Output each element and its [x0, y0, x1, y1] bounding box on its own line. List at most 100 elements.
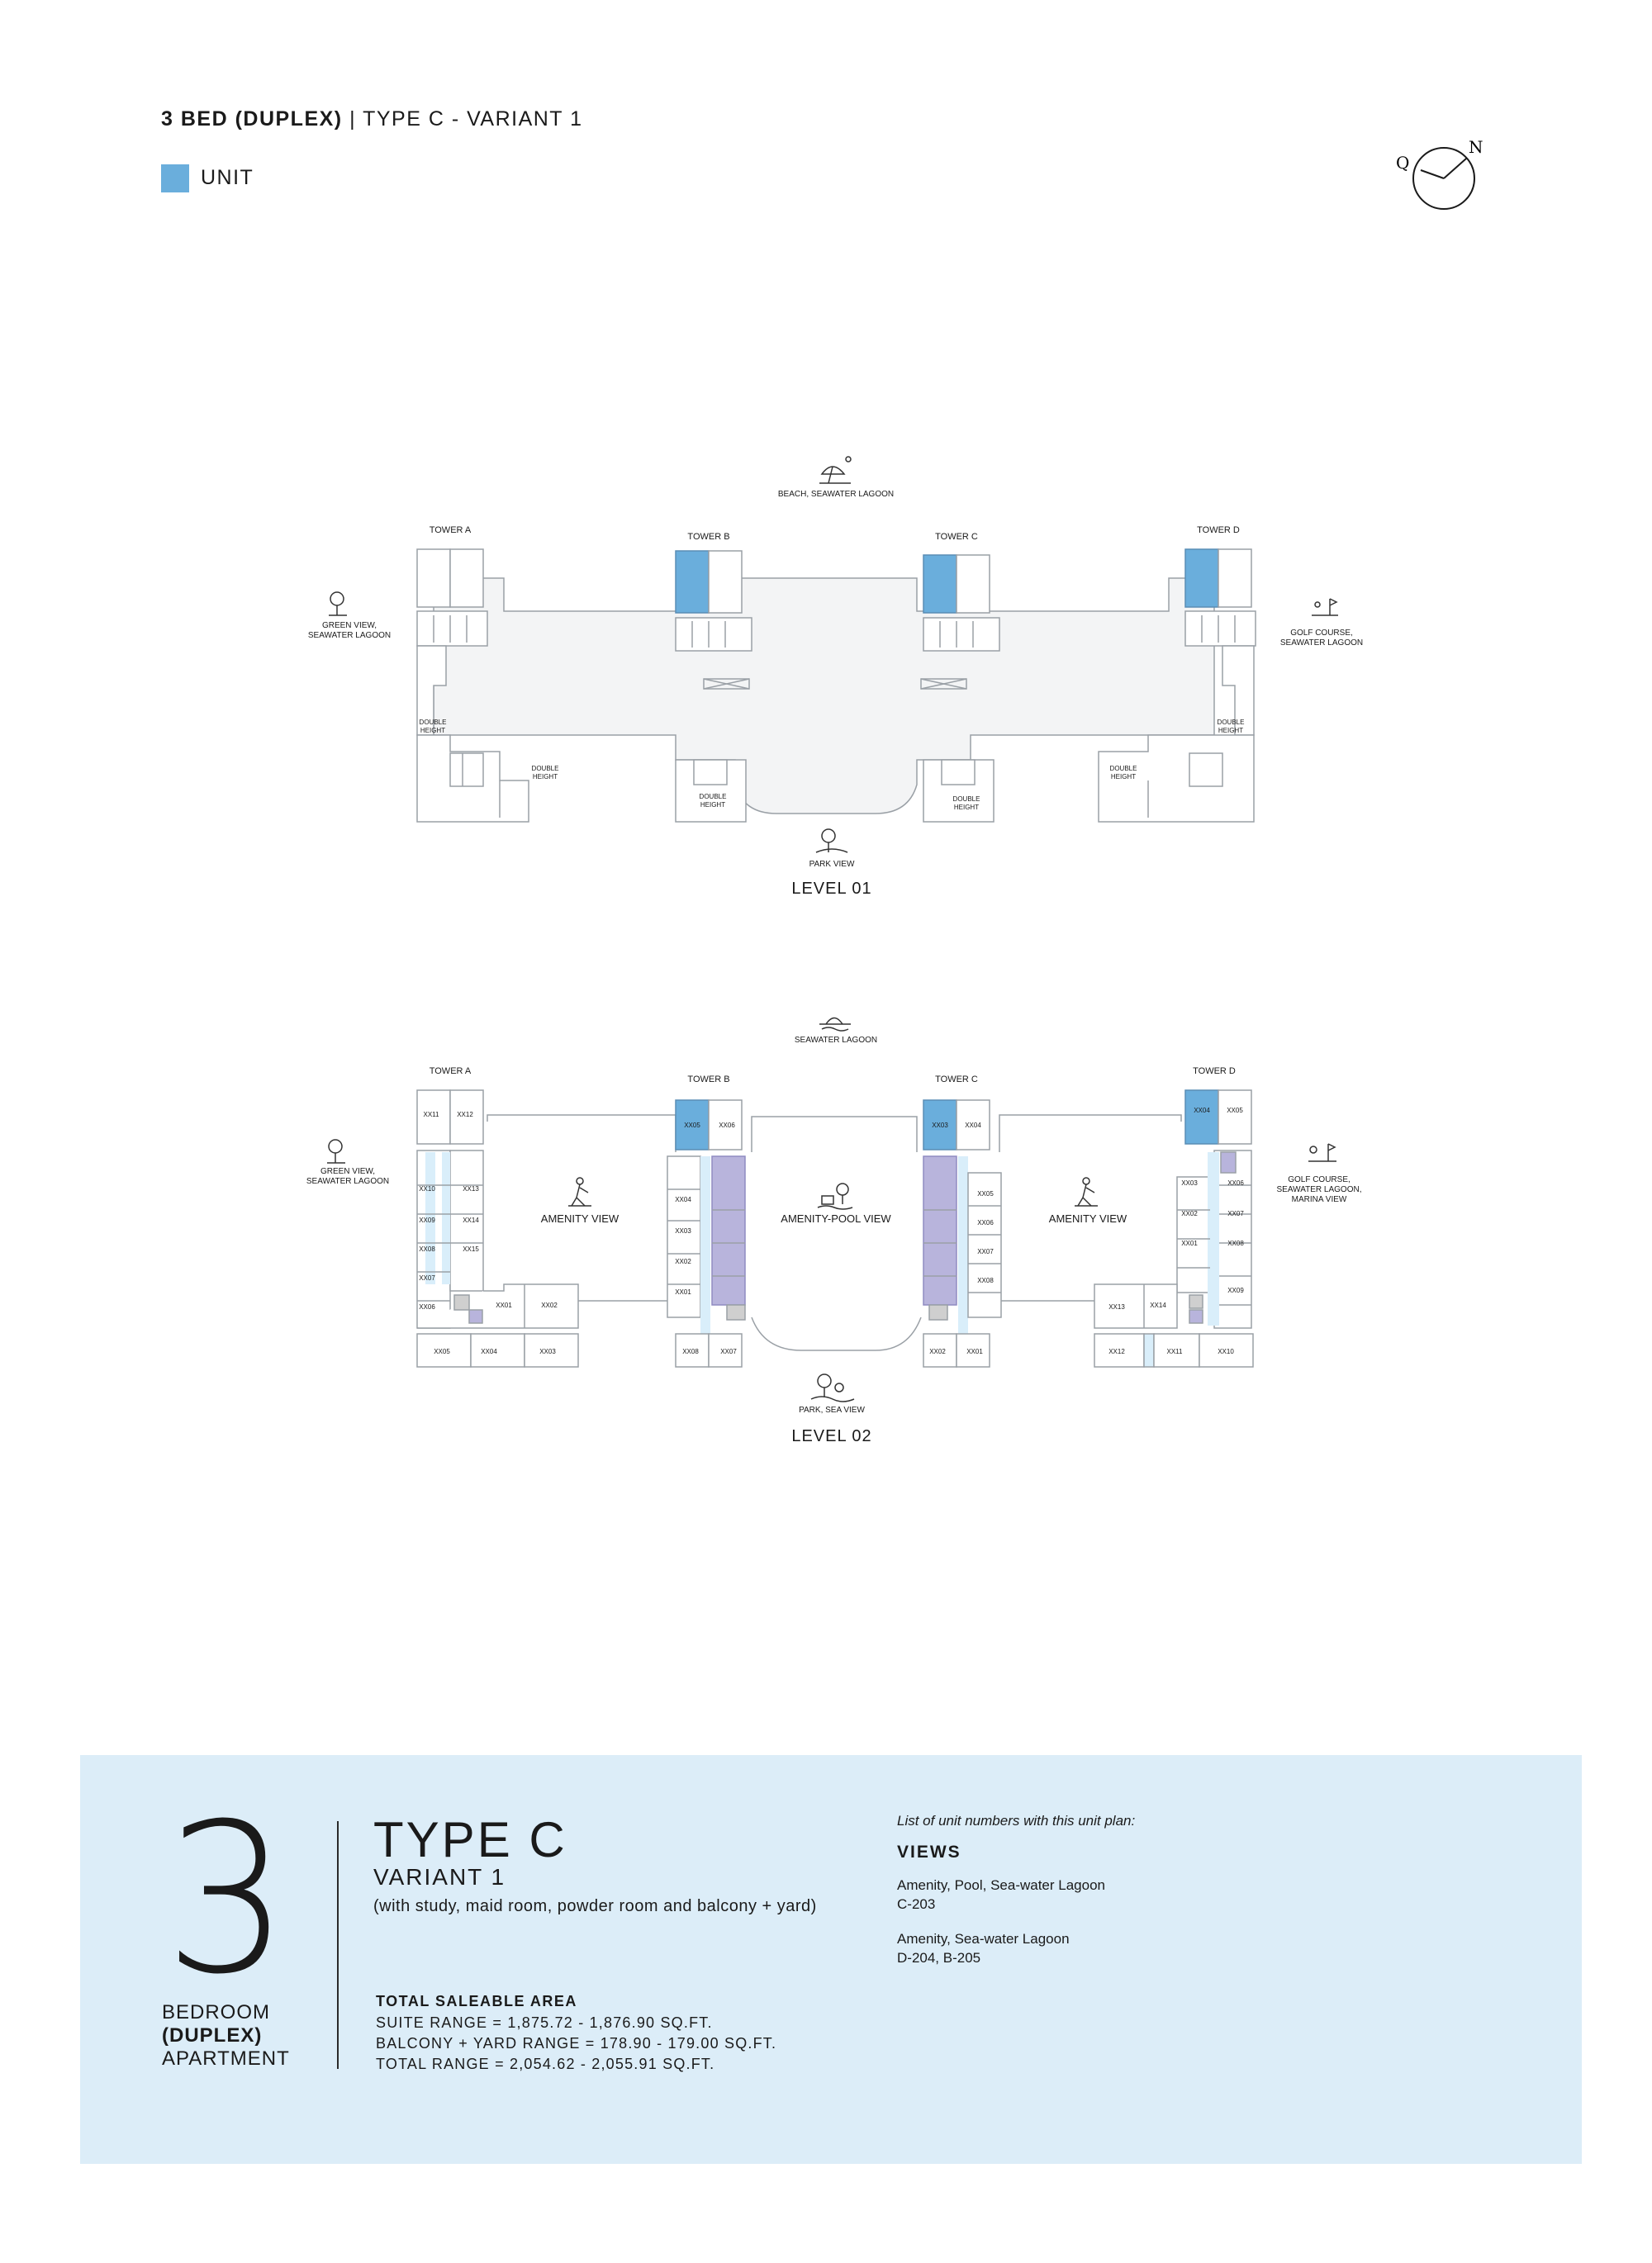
l2-view-left-2: SEAWATER LAGOON [306, 1177, 389, 1186]
l1-view-left-2: SEAWATER LAGOON [308, 631, 391, 640]
summary-panel [80, 1755, 1582, 2164]
park-sea-icon [810, 1373, 855, 1402]
l1-view-top: BEACH, SEAWATER LAGOON [778, 490, 894, 499]
l1-tower-b: TOWER B [687, 532, 729, 542]
amenity-icon [1075, 1177, 1098, 1207]
unit-list-title: List of unit numbers with this unit plan… [897, 1813, 1136, 1829]
l1-dh-1b: HEIGHT [420, 727, 445, 734]
unit-a-xx06: XX06 [419, 1303, 435, 1311]
l2-amenity-d: AMENITY VIEW [1049, 1212, 1127, 1225]
view-2-name: Amenity, Sea-water Lagoon [897, 1931, 1070, 1947]
unit-d-xx09: XX09 [1227, 1287, 1244, 1294]
bedroom-label: BEDROOM (DUPLEX) APARTMENT [162, 2001, 290, 2070]
type-title: TYPE C [373, 1812, 567, 1867]
l2-view-right-3: MARINA VIEW [1292, 1195, 1347, 1204]
view-1-units: C-203 [897, 1896, 936, 1912]
l1-tower-a: TOWER A [430, 525, 472, 535]
l1-dh-4a: DOUBLE [953, 795, 980, 803]
suite-range: SUITE RANGE = 1,875.72 - 1,876.90 SQ.FT. [376, 2014, 713, 2031]
l1-dh-1a: DOUBLE [420, 719, 447, 726]
unit-c-xx05: XX05 [977, 1190, 994, 1198]
golf-icon [1308, 1143, 1336, 1162]
bedroom-count: 3 [164, 1779, 290, 2019]
unit-a-xx03: XX03 [539, 1348, 556, 1355]
level-01-plan [416, 548, 1256, 823]
l2-tower-a: TOWER A [430, 1066, 472, 1076]
divider-line [337, 1821, 339, 2069]
view-2-units: D-204, B-205 [897, 1950, 981, 1966]
unit-a-xx05: XX05 [434, 1348, 450, 1355]
unit-a-xx11: XX11 [424, 1111, 440, 1118]
sunset-lagoon-icon [819, 1017, 851, 1032]
unit-b-xx06: XX06 [719, 1122, 735, 1129]
unit-c-xx02: XX02 [929, 1348, 946, 1355]
l1-dh-5b: HEIGHT [1111, 773, 1136, 780]
unit-d-xx13: XX13 [1108, 1303, 1125, 1311]
unit-c-xx08: XX08 [977, 1277, 994, 1284]
legend-unit-label: UNIT [201, 166, 254, 189]
l2-tower-b: TOWER B [687, 1075, 729, 1084]
unit-d-xx07: XX07 [1227, 1210, 1244, 1217]
l1-dh-2a: DOUBLE [532, 765, 559, 772]
unit-d-xx05: XX05 [1227, 1107, 1243, 1114]
level-02-plan [416, 1089, 1254, 1368]
amenity-icon [568, 1177, 591, 1207]
total-range: TOTAL RANGE = 2,054.62 - 2,055.91 SQ.FT. [376, 2056, 715, 2072]
unit-c-xx07: XX07 [977, 1248, 994, 1255]
unit-c-xx03: XX03 [932, 1122, 948, 1129]
unit-d-xx02: XX02 [1181, 1210, 1198, 1217]
area-title: TOTAL SALEABLE AREA [376, 1993, 577, 2009]
l2-amenity-a: AMENITY VIEW [541, 1212, 620, 1225]
unit-b-xx02: XX02 [675, 1258, 691, 1265]
unit-b-xx04: XX04 [675, 1196, 691, 1203]
l1-view-right-2: SEAWATER LAGOON [1280, 638, 1363, 648]
unit-d-xx06: XX06 [1227, 1179, 1244, 1187]
compass-q: Q [1396, 153, 1409, 173]
compass-n: N [1469, 137, 1483, 157]
l2-amenity-pool: AMENITY-POOL VIEW [781, 1212, 891, 1225]
variant-title: VARIANT 1 [373, 1864, 506, 1890]
unit-c-xx04: XX04 [965, 1122, 981, 1129]
l2-tower-c: TOWER C [935, 1075, 978, 1084]
unit-d-xx03: XX03 [1181, 1179, 1198, 1187]
beach-umbrella-icon [819, 456, 852, 484]
unit-a-xx10: XX10 [419, 1185, 435, 1193]
l2-view-left-1: GREEN VIEW, [320, 1167, 375, 1176]
level-02-title: LEVEL 02 [791, 1427, 871, 1445]
unit-a-xx07: XX07 [419, 1274, 435, 1282]
l1-view-bottom: PARK VIEW [809, 860, 855, 869]
l1-dh-5a: DOUBLE [1110, 765, 1137, 772]
unit-d-xx12: XX12 [1108, 1348, 1125, 1355]
unit-d-xx10: XX10 [1218, 1348, 1234, 1355]
unit-b-xx01: XX01 [675, 1288, 691, 1296]
unit-features: (with study, maid room, powder room and … [373, 1897, 817, 1915]
park-icon [815, 828, 848, 853]
l2-view-right-2: SEAWATER LAGOON, [1277, 1185, 1362, 1194]
unit-d-xx11: XX11 [1167, 1348, 1184, 1355]
unit-a-xx12: XX12 [457, 1111, 473, 1118]
unit-d-xx14: XX14 [1150, 1302, 1166, 1309]
unit-a-xx15: XX15 [463, 1245, 479, 1253]
unit-b-xx03: XX03 [675, 1227, 691, 1235]
l1-dh-4b: HEIGHT [954, 804, 979, 811]
north-compass-icon: Q N [1396, 137, 1483, 210]
l1-view-right-1: GOLF COURSE, [1290, 629, 1353, 638]
view-1-name: Amenity, Pool, Sea-water Lagoon [897, 1877, 1105, 1893]
l1-dh-3a: DOUBLE [700, 793, 727, 800]
unit-a-xx08: XX08 [419, 1245, 435, 1253]
unit-a-xx13: XX13 [463, 1185, 479, 1193]
legend-unit-swatch [161, 164, 189, 192]
unit-b-xx08: XX08 [682, 1348, 699, 1355]
pool-icon [817, 1183, 853, 1210]
l1-tower-d: TOWER D [1197, 525, 1240, 535]
l2-tower-d: TOWER D [1193, 1066, 1236, 1076]
l1-dh-2b: HEIGHT [533, 773, 558, 780]
views-title: VIEWS [897, 1843, 961, 1862]
unit-b-xx05: XX05 [684, 1122, 700, 1129]
l2-view-bottom: PARK, SEA VIEW [799, 1406, 865, 1415]
l1-dh-6a: DOUBLE [1218, 719, 1245, 726]
unit-d-xx01: XX01 [1181, 1240, 1198, 1247]
unit-d-xx04: XX04 [1194, 1107, 1210, 1114]
unit-a-xx01: XX01 [496, 1302, 512, 1309]
